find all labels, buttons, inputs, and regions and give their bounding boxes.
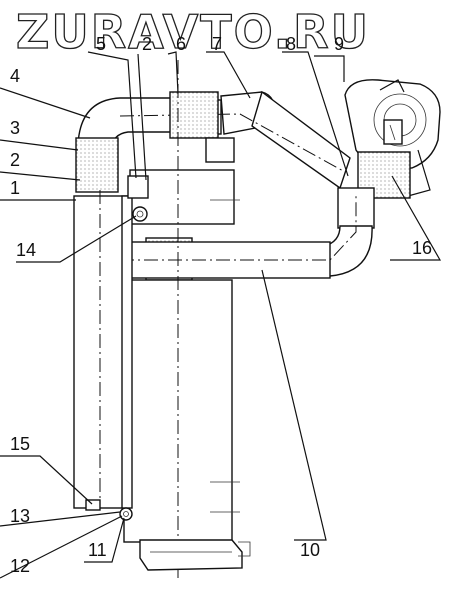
clamp-bolt-11 <box>119 507 133 521</box>
clamp-bolt-14 <box>132 206 148 222</box>
callout-2-left: 2 <box>10 150 20 170</box>
coupling-sleeve-3 <box>75 137 119 193</box>
callout-14: 14 <box>16 240 36 260</box>
pipe-bracket <box>205 137 235 163</box>
callout-8: 8 <box>286 34 296 54</box>
coupling-sleeve-6 <box>169 91 219 139</box>
callout-7: 7 <box>212 34 222 54</box>
callout-3: 3 <box>10 118 20 138</box>
callout-9: 9 <box>334 34 344 54</box>
air-cleaner-housing <box>123 60 251 580</box>
callout-12: 12 <box>10 556 30 576</box>
watermark: ZURAVTO.RU <box>16 5 370 59</box>
clamp-bracket-5 <box>127 175 149 199</box>
callout-1: 1 <box>10 178 20 198</box>
callout-15: 15 <box>10 434 30 454</box>
callout-leaders <box>0 51 442 579</box>
callout-6: 6 <box>176 34 186 54</box>
callout-13: 13 <box>10 506 30 526</box>
callout-10: 10 <box>300 540 320 560</box>
lower-right-elbow <box>323 187 375 277</box>
callout-2-top: 2 <box>142 34 152 54</box>
lower-intake-pipe <box>119 196 357 279</box>
vertical-intake-pipe <box>73 190 133 511</box>
callout-4: 4 <box>10 66 20 86</box>
callout-11: 11 <box>88 540 107 560</box>
callout-16: 16 <box>412 238 432 258</box>
callout-5: 5 <box>96 34 106 54</box>
